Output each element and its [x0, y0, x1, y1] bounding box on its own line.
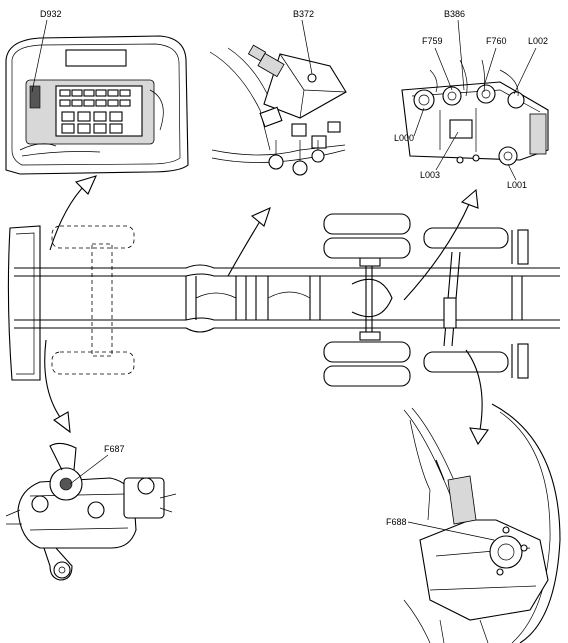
label-d932: D932: [40, 9, 62, 19]
leader-f759: [434, 47, 453, 91]
label-l002: L002: [528, 36, 548, 46]
label-f759: F759: [422, 36, 443, 46]
leader-b386: [457, 19, 465, 91]
label-f688: F688: [386, 517, 407, 527]
valve-assembly-panel: [401, 59, 549, 166]
fuse-box-panel: [5, 35, 189, 175]
steering-gear-panel: [5, 442, 177, 581]
valve-block-panel: [209, 44, 347, 176]
leader-l000: [413, 107, 425, 137]
label-b372: B372: [293, 9, 314, 19]
fuse-grid: [59, 89, 131, 134]
label-l001: L001: [507, 180, 527, 190]
label-b386: B386: [444, 9, 465, 19]
label-f687: F687: [104, 444, 125, 454]
chassis-frame: [7, 213, 560, 387]
label-l003: L003: [420, 170, 440, 180]
callout-arrows: [44, 175, 489, 446]
leader-f688: [407, 521, 495, 541]
label-l000: L000: [394, 133, 414, 143]
leader-f687: [69, 454, 109, 485]
leader-l002: [513, 47, 537, 95]
wheel-hub-panel: [403, 403, 561, 643]
leader-b372: [301, 19, 313, 75]
leader-d932: [31, 19, 48, 93]
leader-l001: [507, 163, 517, 181]
leader-f760: [483, 47, 497, 87]
label-f760: F760: [486, 36, 507, 46]
leader-l003: [435, 131, 459, 171]
